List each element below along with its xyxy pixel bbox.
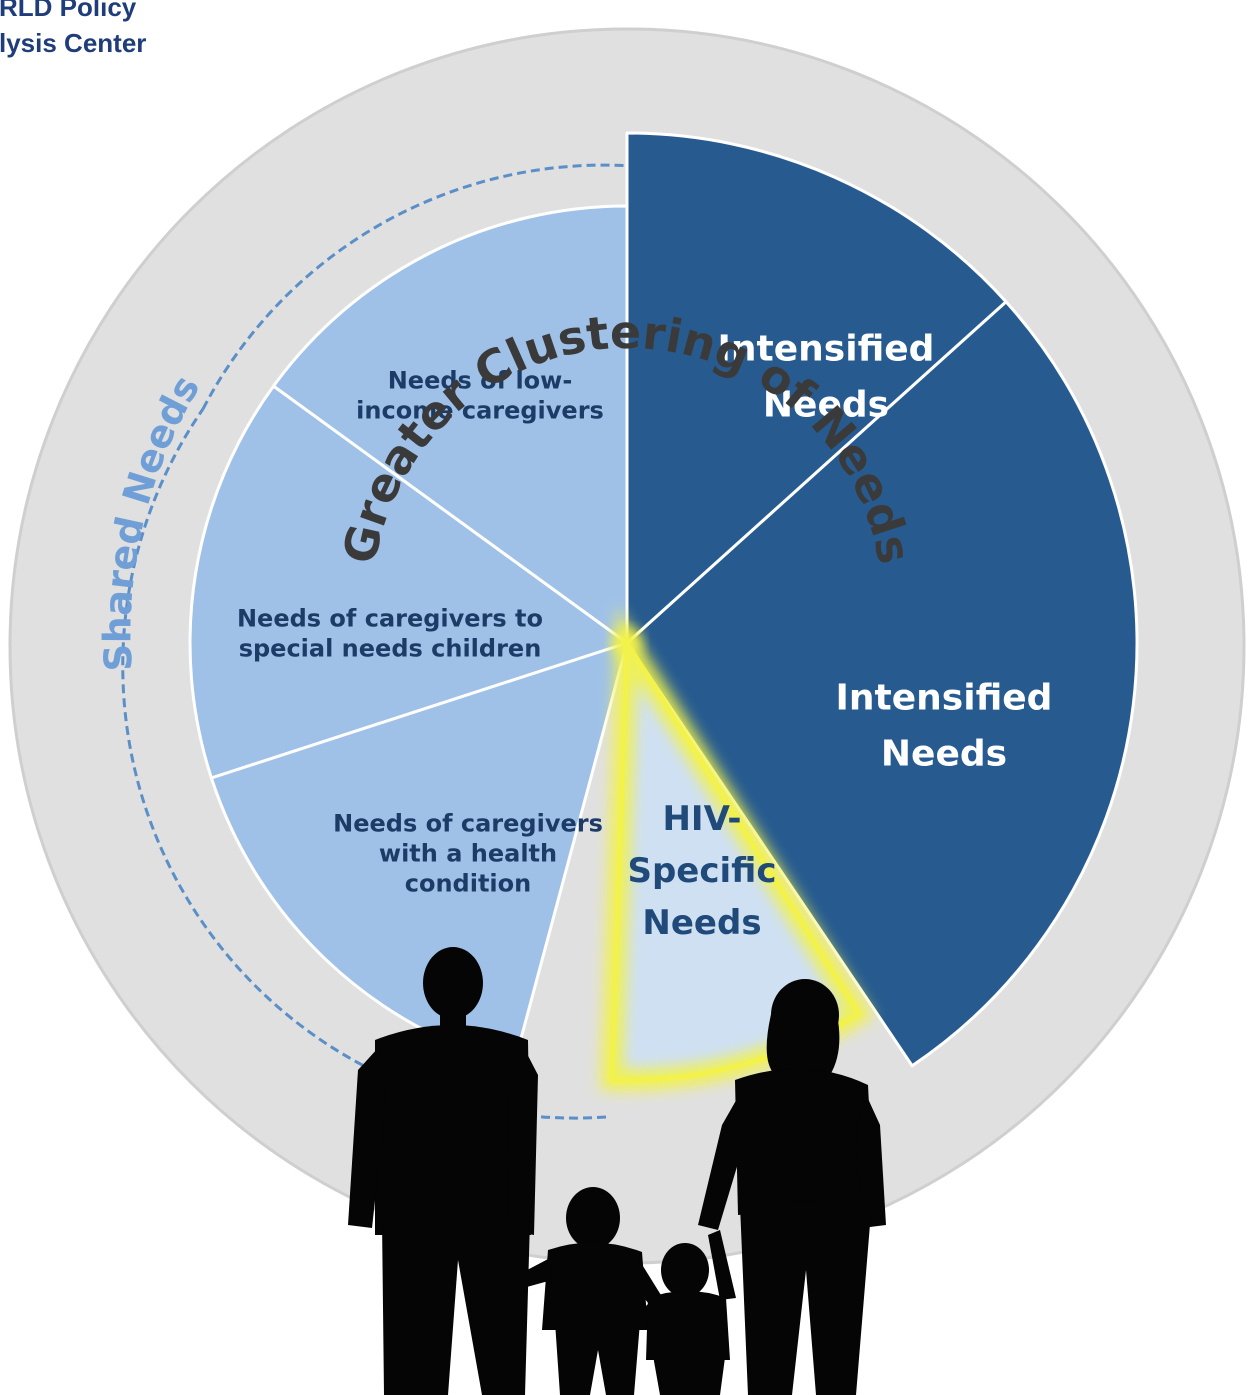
segment-low-income-label: Needs of low-income caregivers [356,366,604,424]
segment-intensified-lower-label-line: Intensified [836,678,1053,719]
segment-low-income-label-line: Needs of low- [388,366,573,394]
segment-special-needs [188,384,629,780]
segment-intensified-lower-label-line: Needs [881,734,1007,775]
segment-low-income [272,204,629,645]
segment-special-needs-label-line: Needs of caregivers to [237,604,543,632]
adult-left-silhouette [348,947,538,1395]
adult-right-silhouette [698,979,886,1395]
segment-intensified-upper [625,131,1008,645]
family-silhouette [348,947,886,1395]
segment-hiv-specific-label-line: Specific [627,851,776,891]
pie-segments [188,131,1139,1082]
segment-hiv-specific-label-line: Needs [642,903,761,943]
child-left-silhouette [512,1187,664,1395]
segment-low-income-label-line: income caregivers [356,396,604,424]
logo-text-line-1: RLD Policy [0,0,137,22]
dashed-arc-upper [201,163,634,410]
segment-intensified-lower [625,300,1139,1068]
segment-intensified-upper-label-line: Intensified [718,329,935,370]
segment-intensified-upper-label-line: Needs [763,385,889,426]
hiv-outline-highlight [609,634,863,1083]
segment-health-condition-label-line: condition [405,869,531,897]
segment-special-needs-label-line: special needs children [239,634,542,662]
center-glow [613,629,641,657]
segment-health-condition-label-line: with a health [379,839,557,867]
segment-hiv-specific-label-line: HIV- [662,799,741,839]
segment-health-condition-label-line: Needs of caregivers [333,809,603,837]
logo-text-line-2: lysis Center [0,28,147,58]
child-right-silhouette [632,1230,736,1395]
